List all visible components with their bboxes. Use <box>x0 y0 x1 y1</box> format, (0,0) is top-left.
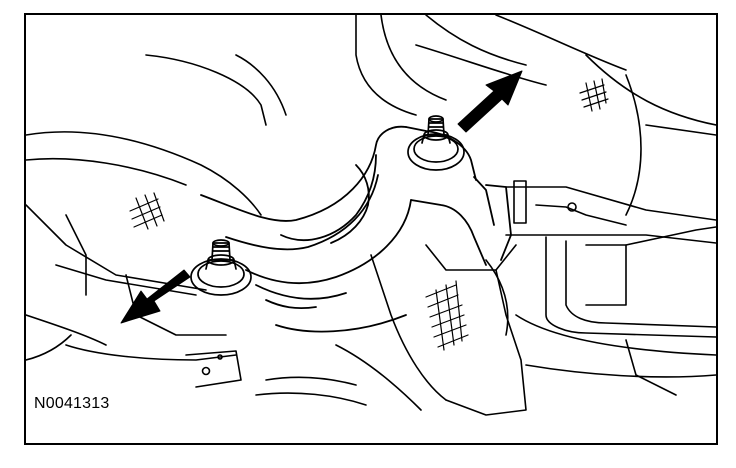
lower-left-structure <box>26 204 367 406</box>
upper-stud-nut <box>407 115 465 171</box>
crossmember-bracket <box>200 125 512 333</box>
figure-frame <box>24 13 718 445</box>
hatch-patch-center <box>425 280 469 351</box>
line-drawing <box>26 15 716 416</box>
background-panels <box>26 15 716 216</box>
arrow-callout-upper-right <box>457 70 523 133</box>
figure-id-label: N0041313 <box>34 395 110 412</box>
hatch-patch-upper-right <box>579 78 609 112</box>
arrow-callout-lower-left <box>120 269 191 324</box>
lower-mount-body <box>335 244 527 416</box>
right-box-structure <box>505 180 716 396</box>
arrow-icon <box>120 269 191 324</box>
hatch-patch-left <box>129 192 165 230</box>
lower-stud-nut <box>190 239 252 296</box>
arrow-icon <box>457 70 523 133</box>
